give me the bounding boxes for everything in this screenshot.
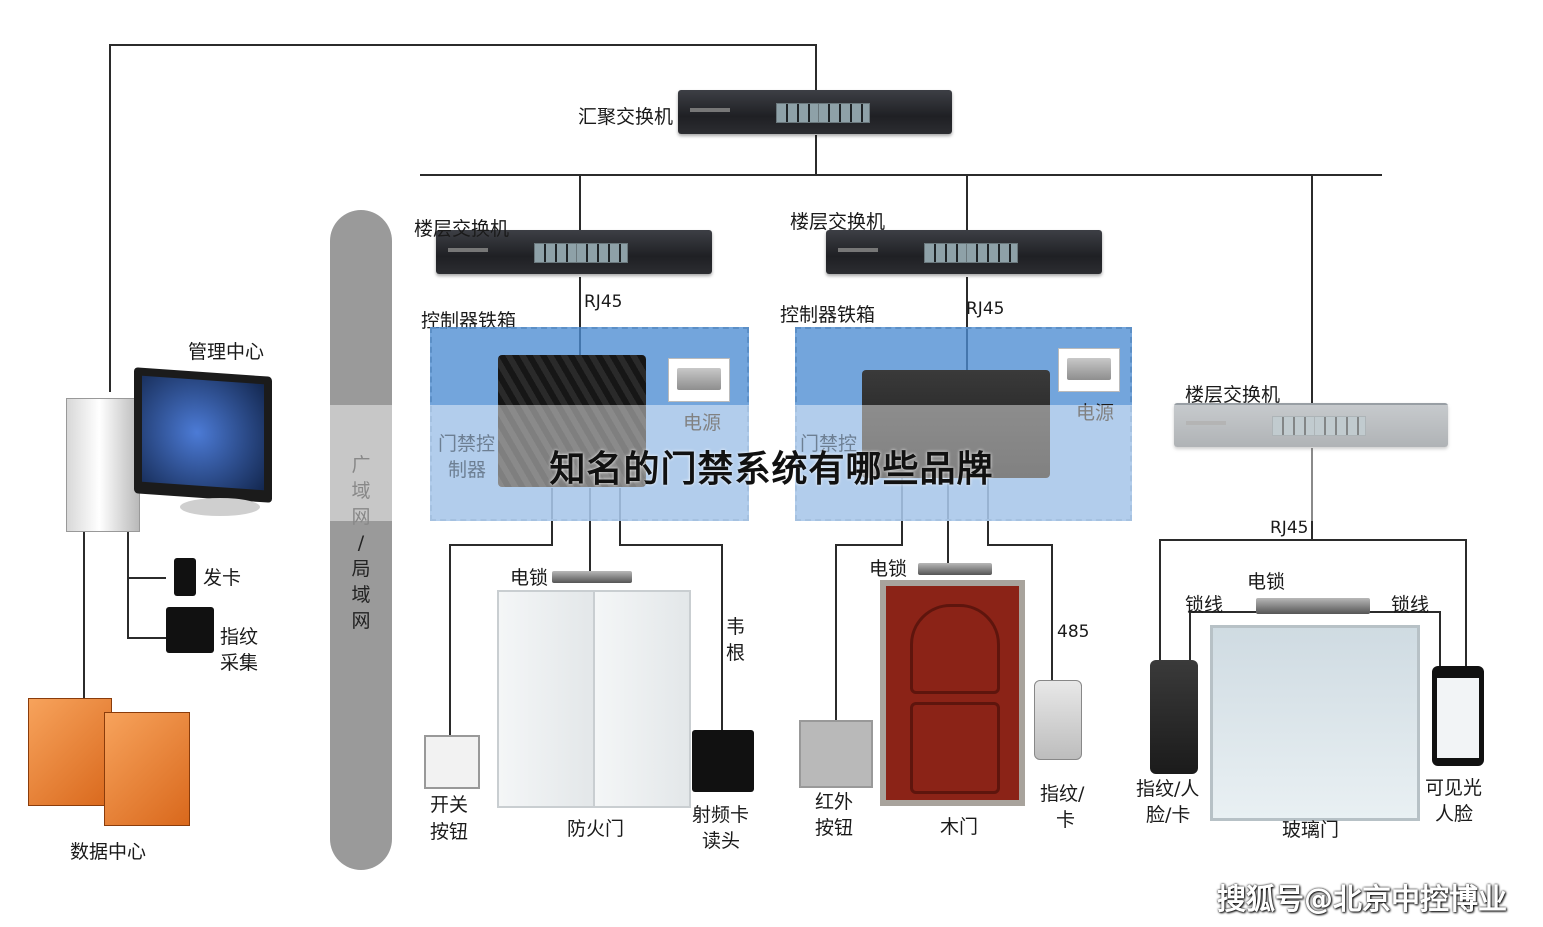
lock-3-device [1256,598,1370,614]
wiegand-label-line2: 根 [726,642,746,664]
monitor-stand [180,498,260,516]
controller-1-label-line1: 门禁控 [438,433,496,455]
card-issuer-label: 发卡 [203,567,242,589]
fire-door-left-leaf [497,590,595,808]
floor-switch-1-label: 楼层交换机 [414,218,510,240]
ir-button-device [799,720,873,788]
fingerprint-enroll-label-line1: 指纹 [220,626,259,648]
page-title: 知名的门禁系统有哪些品牌 [549,449,994,490]
lock-1-label: 电锁 [510,567,549,589]
ir-button-label-line2: 按钮 [815,817,854,839]
power-supply-1-device [668,358,730,402]
rj45-label-2: RJ45 [966,299,1005,319]
lock-wire-left-line [1189,611,1262,660]
exit-button-1-label-line2: 按钮 [430,821,469,843]
pc-to-fingerprint-enroll-line [127,578,166,639]
access-controller-2-device [862,370,1050,478]
lock-wire-left-label: 锁线 [1185,594,1224,616]
ir-button-label-line1: 红外 [815,791,854,813]
core-switch-device [678,90,952,134]
power-1-label: 电源 [683,412,722,434]
lock-3-label: 电锁 [1247,571,1286,593]
cabinet-1-label: 控制器铁箱 [421,310,517,332]
wood-door-label: 木门 [940,816,979,838]
management-center-label: 管理中心 [188,341,265,363]
visible-face-label-line1: 可见光 [1425,777,1483,799]
exit-button-1-device [424,735,480,789]
access-controller-1-device [498,355,646,487]
data-center-label: 数据中心 [70,841,147,863]
lock-2-device [918,563,992,575]
lock-wire-right-line [1368,611,1441,668]
card-issuer-device [174,558,196,596]
rf-reader-label-line2: 读头 [702,830,741,852]
visible-face-label-line2: 人脸 [1435,803,1474,825]
server-2-device [104,712,190,826]
fingerprint-enroll-device [166,607,214,653]
monitor-device [134,367,272,503]
visible-face-terminal-device [1432,666,1484,766]
core-to-management-line [109,44,817,392]
floor-switch-2-label: 楼层交换机 [790,211,886,233]
core-switch-label: 汇聚交换机 [578,106,674,128]
fire-door-right-leaf [593,590,691,808]
fire-door-label: 防火门 [567,818,625,840]
rf-reader-label-line1: 射频卡 [692,804,750,826]
lock-1-device [552,571,632,583]
pc-tower-device [66,398,140,532]
rs485-label: 485 [1057,622,1090,642]
floor3-terminal-line [1159,539,1467,668]
rf-reader-device [692,730,754,792]
controller-2-label-line1: 门禁控 [800,433,858,455]
floor-switch-3-label: 楼层交换机 [1185,384,1281,406]
face-terminal-label-line1: 指纹/人 [1136,778,1200,800]
fingerprint-enroll-label-line2: 采集 [220,652,259,674]
lock-wire-right-label: 锁线 [1391,594,1430,616]
exit-button-1-label-line1: 开关 [430,794,469,816]
floor-switch-1-device [436,230,712,274]
cabinet-2-label: 控制器铁箱 [780,304,876,326]
watermark: 搜狐号@北京中控博业 [1216,882,1507,916]
wan-lan-bar [330,210,392,870]
wan-lan-label: 广 域 网 / 局 域 网 [351,454,371,632]
controller-1-label-line2: 制器 [448,459,487,481]
face-terminal-device [1150,660,1198,774]
pc-to-card-issuer-line [127,530,166,579]
face-terminal-label-line2: 脸/卡 [1146,804,1191,826]
glass-door-label: 玻璃门 [1282,819,1340,841]
glass-door-device [1210,625,1420,821]
floor-switch-2-device [826,230,1102,274]
power-2-label: 电源 [1076,402,1115,424]
fingerprint-card-reader-device [1034,680,1082,760]
rj45-label-1: RJ45 [584,292,623,312]
fingerprint-card-label-line2: 卡 [1056,809,1076,831]
fingerprint-card-label-line1: 指纹/ [1040,783,1085,805]
server-1-device [28,698,112,806]
rj45-label-3: RJ45 [1270,518,1309,538]
wood-door-device [880,580,1025,806]
wiegand-label-line1: 韦 [726,616,746,638]
lock-2-label: 电锁 [869,558,908,580]
floor-switch-3-device [1174,403,1448,447]
power-supply-2-device [1058,348,1120,392]
